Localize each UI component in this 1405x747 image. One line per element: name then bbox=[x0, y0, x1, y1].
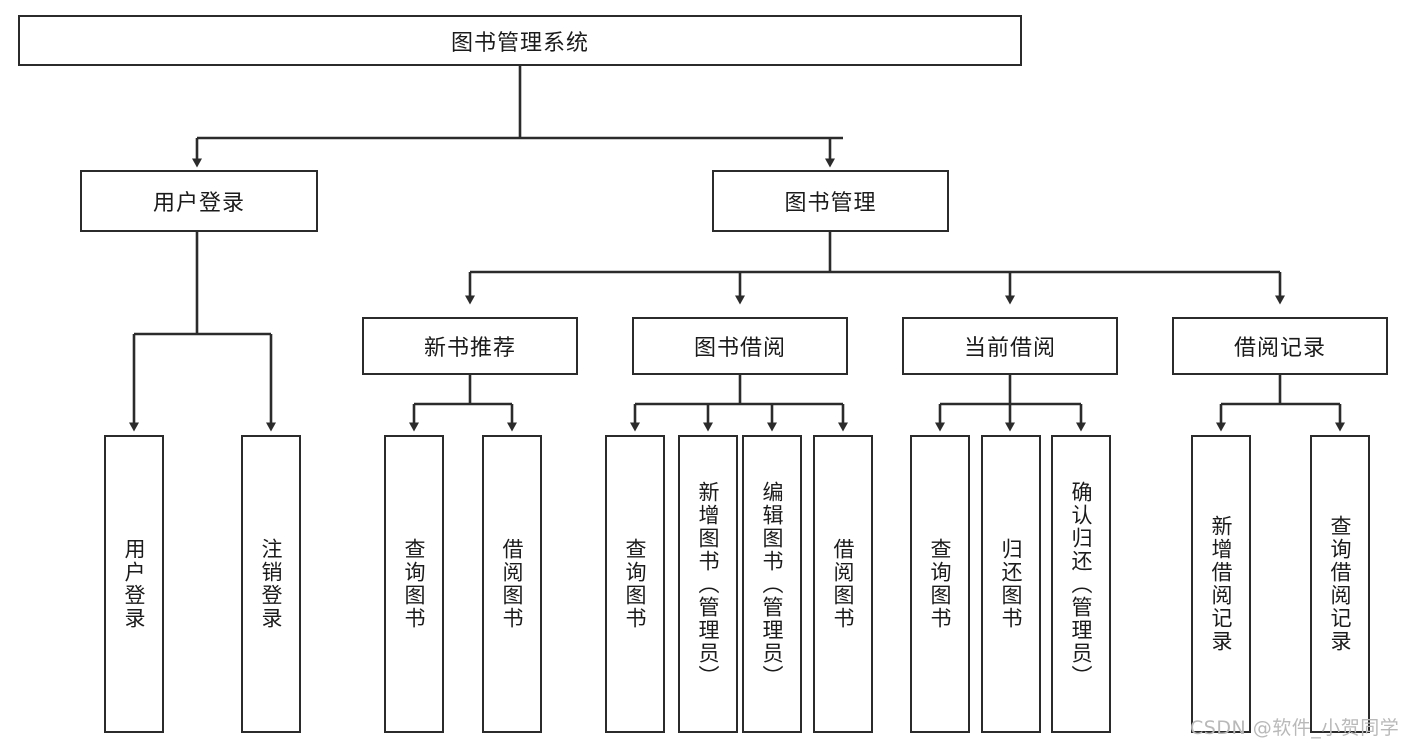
leaf-add-borrow-record-label: 新增借阅记录 bbox=[1209, 515, 1234, 653]
leaf-logout[interactable]: 注销登录 bbox=[241, 435, 301, 733]
leaf-add-borrow-record[interactable]: 新增借阅记录 bbox=[1191, 435, 1251, 733]
node-book-management[interactable]: 图书管理 bbox=[712, 170, 949, 232]
leaf-return-book-label: 归还图书 bbox=[999, 538, 1024, 630]
node-new-book-recommend[interactable]: 新书推荐 bbox=[362, 317, 578, 375]
node-user-login-label: 用户登录 bbox=[152, 191, 245, 216]
node-root[interactable]: 图书管理系统 bbox=[18, 15, 1022, 66]
node-borrow-records-label: 借阅记录 bbox=[1233, 336, 1326, 361]
node-new-book-recommend-label: 新书推荐 bbox=[423, 336, 516, 361]
leaf-confirm-return-admin-label: 确认归还（管理员） bbox=[1069, 480, 1094, 688]
leaf-borrow-book-recommend-label: 借阅图书 bbox=[500, 538, 525, 630]
leaf-user-login[interactable]: 用户登录 bbox=[104, 435, 164, 733]
node-user-login[interactable]: 用户登录 bbox=[80, 170, 318, 232]
node-current-borrow[interactable]: 当前借阅 bbox=[902, 317, 1118, 375]
leaf-logout-label: 注销登录 bbox=[259, 538, 284, 630]
leaf-user-login-label: 用户登录 bbox=[122, 538, 147, 630]
leaf-add-book-admin[interactable]: 新增图书（管理员） bbox=[678, 435, 738, 733]
leaf-query-borrow-record[interactable]: 查询借阅记录 bbox=[1310, 435, 1370, 733]
leaf-edit-book-admin[interactable]: 编辑图书（管理员） bbox=[742, 435, 802, 733]
leaf-borrow-book-recommend[interactable]: 借阅图书 bbox=[482, 435, 542, 733]
watermark: CSDN @软件_小贺同学 bbox=[1190, 717, 1400, 739]
leaf-borrow-book[interactable]: 借阅图书 bbox=[813, 435, 873, 733]
leaf-query-book-borrow[interactable]: 查询图书 bbox=[605, 435, 665, 733]
node-current-borrow-label: 当前借阅 bbox=[963, 336, 1056, 361]
leaf-query-book-recommend-label: 查询图书 bbox=[402, 538, 427, 630]
leaf-query-book-borrow-label: 查询图书 bbox=[623, 538, 648, 630]
leaf-query-book-current-label: 查询图书 bbox=[928, 538, 953, 630]
node-book-borrow[interactable]: 图书借阅 bbox=[632, 317, 848, 375]
leaf-confirm-return-admin[interactable]: 确认归还（管理员） bbox=[1051, 435, 1111, 733]
leaf-return-book[interactable]: 归还图书 bbox=[981, 435, 1041, 733]
leaf-add-book-admin-label: 新增图书（管理员） bbox=[696, 480, 721, 688]
leaf-query-book-current[interactable]: 查询图书 bbox=[910, 435, 970, 733]
node-book-borrow-label: 图书借阅 bbox=[693, 336, 786, 361]
leaf-query-book-recommend[interactable]: 查询图书 bbox=[384, 435, 444, 733]
node-book-management-label: 图书管理 bbox=[784, 191, 877, 216]
leaf-edit-book-admin-label: 编辑图书（管理员） bbox=[760, 480, 785, 688]
node-root-label: 图书管理系统 bbox=[450, 30, 589, 56]
leaf-query-borrow-record-label: 查询借阅记录 bbox=[1328, 515, 1353, 653]
leaf-borrow-book-label: 借阅图书 bbox=[831, 538, 856, 630]
node-borrow-records[interactable]: 借阅记录 bbox=[1172, 317, 1388, 375]
